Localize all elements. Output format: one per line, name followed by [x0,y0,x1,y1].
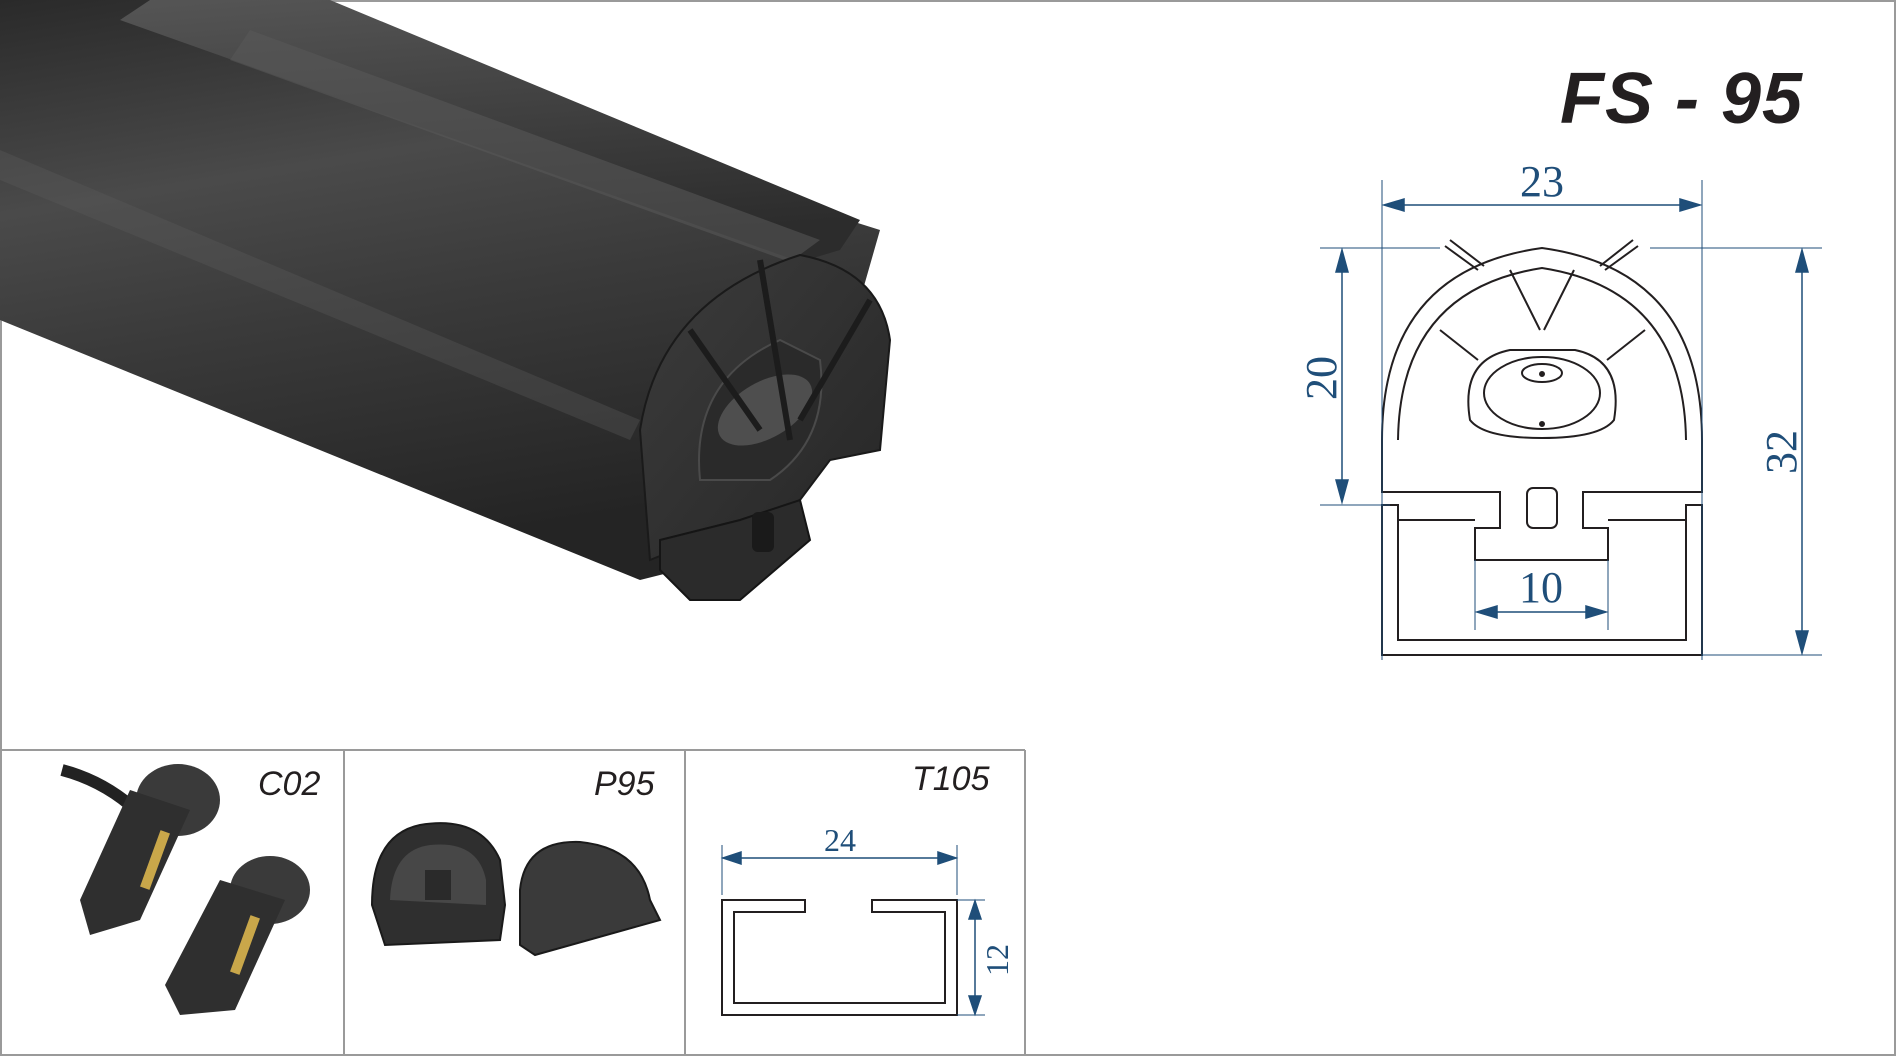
channel-t105-drawing [721,899,958,1016]
t105-dim-width-24: 24 [824,822,856,858]
t105-dim-height-12: 12 [979,944,1015,976]
endcap-p95-image [370,822,662,957]
dimension-lines [1320,180,1822,660]
accessory-label-p95: P95 [594,765,655,803]
accessory-label-t105: T105 [912,760,990,798]
accessory-label-c02: C02 [258,765,321,803]
dim-slot-width-10: 10 [1519,563,1563,612]
connector-c02-image [60,764,310,1015]
lens-outline [1381,246,1703,478]
t105-dimension-lines [720,845,985,1017]
dim-lens-height-20: 20 [1297,356,1346,400]
dim-width-23: 23 [1520,157,1564,206]
accessory-panel [0,749,1026,1056]
dim-total-height-32: 32 [1757,430,1806,474]
profile-cross-section-drawing [1381,239,1703,656]
profile-render-image [0,0,892,601]
base-channel-outline [1381,504,1703,656]
product-code-title: FS - 95 [1560,59,1804,139]
